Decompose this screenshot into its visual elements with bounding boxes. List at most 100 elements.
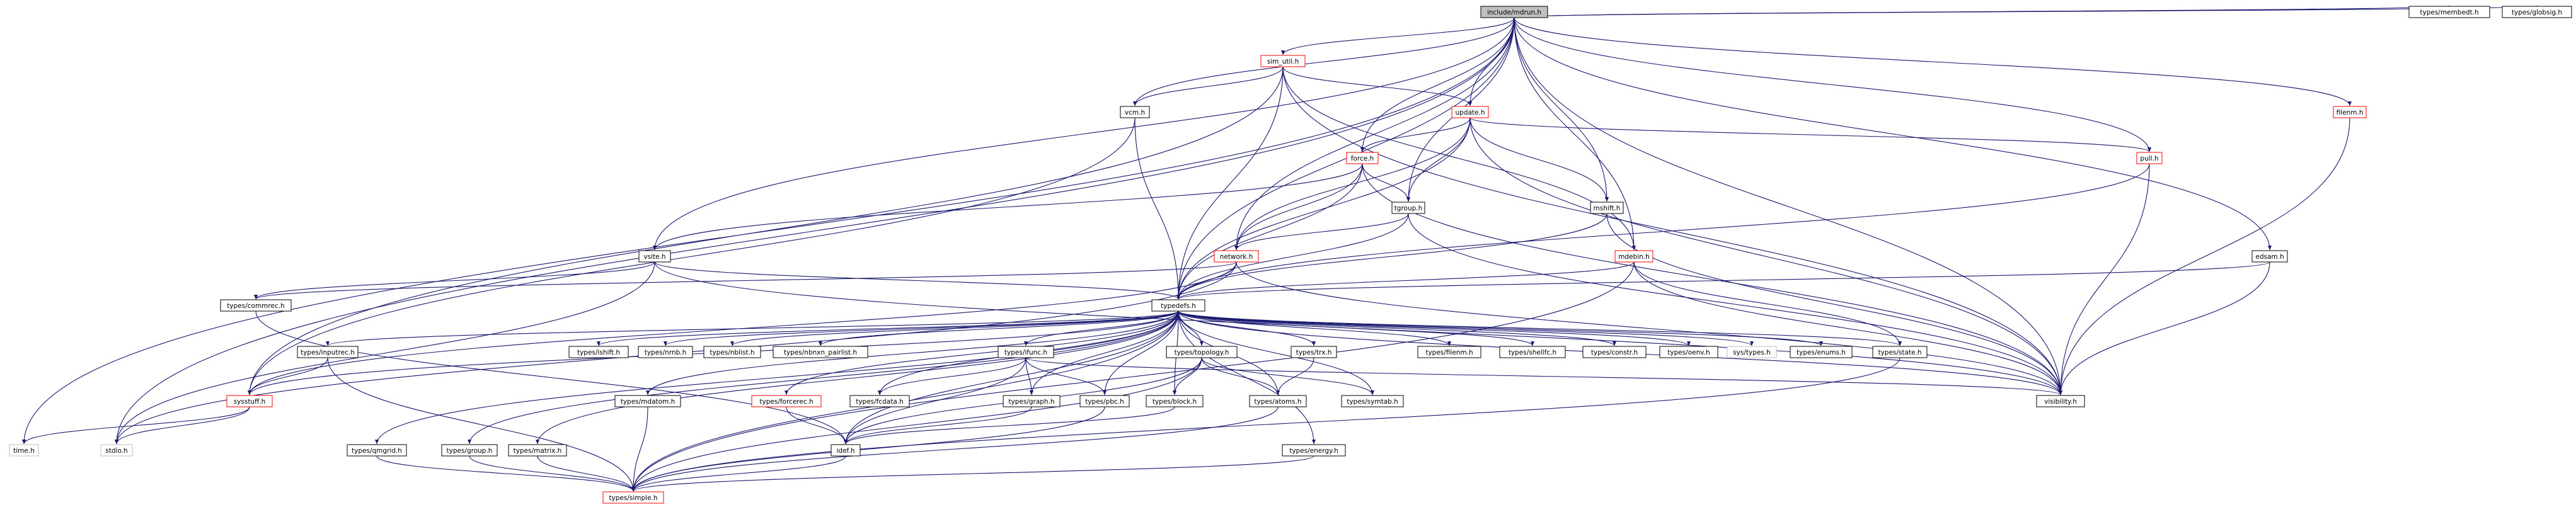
node-filenm[interactable]: filenm.h — [2333, 106, 2367, 118]
edge-root-to-edsam — [1514, 17, 2272, 251]
node-symtab[interactable]: types/symtab.h — [1341, 395, 1404, 407]
node-typedefs[interactable]: typedefs.h — [1151, 299, 1205, 312]
node-stdio-label: stdio.h — [105, 447, 127, 455]
node-vsite[interactable]: vsite.h — [638, 250, 671, 263]
edge-sysstuff-to-stdio — [114, 406, 250, 445]
node-pull[interactable]: pull.h — [2136, 152, 2163, 164]
edge-vsite-to-commrec — [254, 261, 655, 300]
node-nrnb[interactable]: types/nrnb.h — [638, 346, 693, 358]
node-topology-label: types/topology.h — [1175, 349, 1229, 356]
node-visibility[interactable]: visibility.h — [2036, 395, 2085, 407]
node-force-label: force.h — [1351, 155, 1374, 162]
node-graph[interactable]: types/graph.h — [1003, 395, 1061, 407]
node-sysstuff[interactable]: sysstuff.h — [226, 395, 273, 407]
node-enums-box — [1790, 346, 1853, 358]
node-enums[interactable]: types/enums.h — [1790, 346, 1853, 358]
node-mshift[interactable]: mshift.h — [1590, 202, 1624, 214]
node-mdatom-box — [614, 395, 681, 407]
node-update[interactable]: update.h — [1451, 106, 1489, 118]
node-update-box — [1451, 106, 1489, 118]
edge-root-to-vcm — [1132, 17, 1515, 106]
node-fcdata[interactable]: types/fcdata.h — [849, 395, 910, 407]
node-symtab-label: types/symtab.h — [1347, 398, 1398, 406]
node-sim_util[interactable]: sim_util.h — [1260, 55, 1306, 67]
edge-root-to-stdio — [114, 17, 1515, 445]
file-nodes: include/mdrun.h sim_util.h vcm.h update.h pu… — [9, 6, 2572, 504]
edge-vcm-to-typedefs — [1134, 117, 1181, 300]
edge-vsite-to-stdio — [114, 261, 655, 445]
node-systypes[interactable]: sys/types.h — [1727, 346, 1777, 358]
node-block-box — [1146, 395, 1204, 407]
node-matrix-label: types/matrix.h — [514, 447, 562, 455]
edge-atoms-to-simple — [631, 406, 1279, 492]
edge-force-to-typedefs — [1176, 163, 1363, 300]
edge-root-to-mshift — [1514, 17, 1609, 202]
edge-edsam-to-visibility — [2058, 261, 2270, 395]
node-constr[interactable]: types/constr.h — [1582, 346, 1647, 358]
node-forcerec[interactable]: types/forcerec.h — [751, 395, 822, 407]
edge-mdebin-to-typedefs — [1176, 261, 1635, 300]
edge-pull-to-visibility — [2058, 163, 2150, 395]
node-ishift[interactable]: types/ishift.h — [568, 346, 629, 358]
edge-matrix-to-simple — [537, 455, 636, 492]
node-time[interactable]: time.h — [9, 444, 39, 457]
node-pull-box — [2136, 152, 2163, 164]
node-constr-label: types/constr.h — [1591, 349, 1638, 356]
node-network[interactable]: network.h — [1214, 250, 1259, 263]
node-sim_util-box — [1260, 55, 1306, 67]
node-tgroup[interactable]: tgroup.h — [1391, 202, 1425, 214]
node-block[interactable]: types/block.h — [1146, 395, 1204, 407]
node-mimbedt[interactable]: types/membedt.h — [2408, 6, 2490, 18]
node-trx[interactable]: types/trx.h — [1291, 346, 1337, 358]
edge-sim_util-to-sysstuff — [247, 66, 1284, 395]
edge-typedefs-to-nblist — [730, 310, 1179, 346]
node-root-box — [1480, 6, 1548, 18]
node-pbc[interactable]: types/pbc.h — [1079, 395, 1130, 407]
node-shellfc[interactable]: types/shellfc.h — [1499, 346, 1566, 358]
node-nbnxn-box — [773, 346, 868, 358]
node-block-label: types/block.h — [1153, 398, 1197, 406]
node-pbc-box — [1079, 395, 1130, 407]
edge-graph-to-idef — [843, 406, 1032, 445]
edge-root-to-filenm — [1514, 17, 2352, 106]
node-nbnxn[interactable]: types/nbnxn_pairlist.h — [773, 346, 868, 358]
node-stdio[interactable]: stdio.h — [100, 444, 133, 457]
edge-root-to-mdebin — [1514, 17, 1636, 251]
node-matrix[interactable]: types/matrix.h — [508, 444, 567, 457]
edge-root-to-globsig — [1514, 5, 2538, 18]
node-energy[interactable]: types/energy.h — [1282, 444, 1346, 457]
edge-forcerec-to-idef — [786, 406, 848, 445]
edge-root-to-time — [21, 17, 1515, 445]
node-qmmm[interactable]: types/qmgrid.h — [347, 444, 407, 457]
node-state[interactable]: types/state.h — [1872, 346, 1928, 358]
edge-typedefs-to-pbc — [1102, 310, 1179, 395]
node-globsig[interactable]: types/globsig.h — [2502, 6, 2572, 18]
node-oenv[interactable]: types/oenv.h — [1659, 346, 1718, 358]
node-ifunc[interactable]: types/ifunc.h — [998, 346, 1054, 358]
node-nblist[interactable]: types/nblist.h — [703, 346, 761, 358]
node-nbnxn-label: types/nbnxn_pairlist.h — [784, 349, 857, 356]
node-mdatom[interactable]: types/mdatom.h — [614, 395, 681, 407]
node-commrec[interactable]: types/commrec.h — [220, 299, 292, 312]
node-time-box — [9, 444, 39, 457]
node-inputrec[interactable]: types/inputrec.h — [297, 346, 359, 358]
edge-root-to-visibility — [1514, 17, 2063, 395]
node-group[interactable]: types/group.h — [441, 444, 498, 457]
node-atoms[interactable]: types/atoms.h — [1249, 395, 1307, 407]
node-idef[interactable]: idef.h — [831, 444, 861, 457]
node-simple[interactable]: types/simple.h — [602, 491, 664, 504]
node-trx-label: types/trx.h — [1296, 349, 1332, 356]
node-topology[interactable]: types/topology.h — [1166, 346, 1238, 358]
node-root[interactable]: include/mdrun.h — [1480, 6, 1548, 18]
node-simple-box — [602, 491, 664, 504]
node-edsam[interactable]: edsam.h — [2251, 250, 2288, 263]
node-shellfc-box — [1499, 346, 1566, 358]
edge-sim_util-to-vcm — [1132, 66, 1284, 106]
edge-typedefs-to-shellfc — [1178, 310, 1534, 346]
node-vcm[interactable]: vcm.h — [1120, 106, 1150, 118]
node-visibility-label: visibility.h — [2044, 398, 2077, 406]
node-mdebin[interactable]: mdebin.h — [1614, 250, 1653, 263]
node-mimbedt-box — [2408, 6, 2490, 18]
node-force[interactable]: force.h — [1346, 152, 1379, 164]
node-filenm_t[interactable]: types/filenm.h — [1417, 346, 1481, 358]
